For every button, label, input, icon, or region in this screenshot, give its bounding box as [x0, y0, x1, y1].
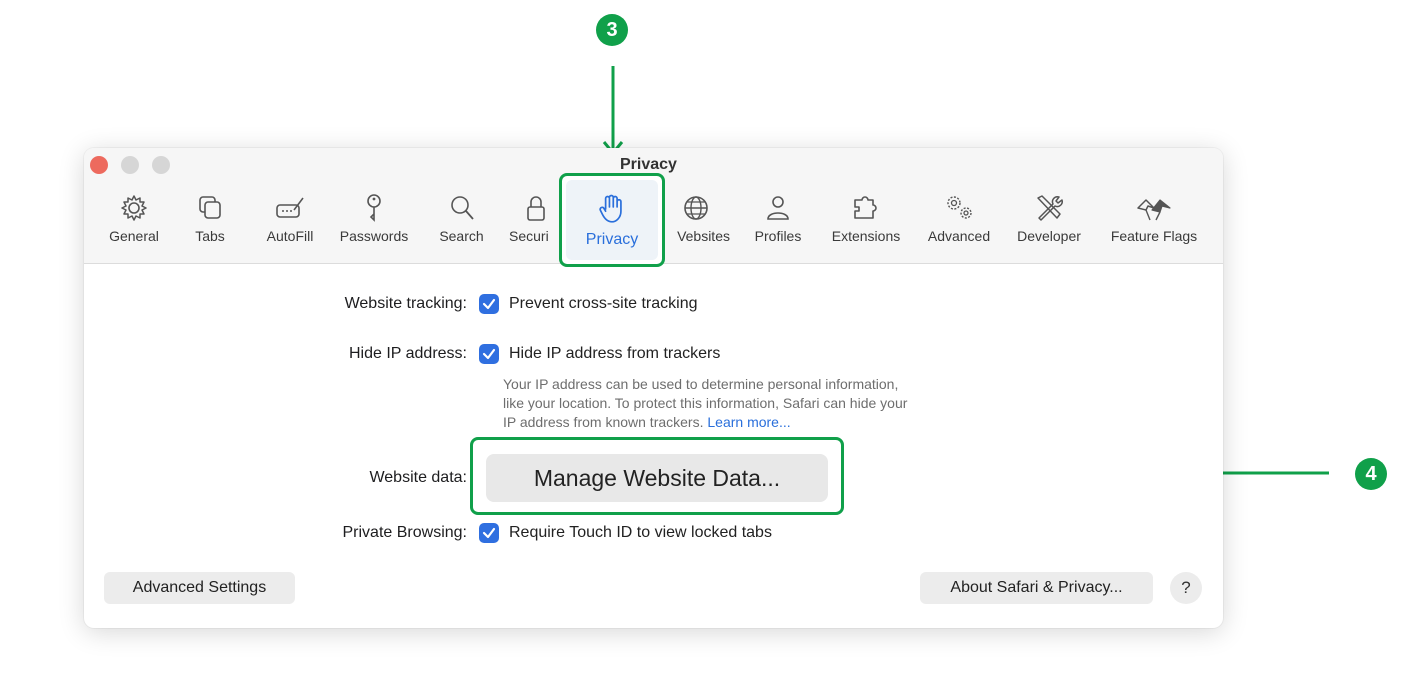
- tab-developer[interactable]: Developer: [1011, 191, 1087, 244]
- hide-ip-description: Your IP address can be used to determine…: [503, 375, 1003, 432]
- zoom-window-button[interactable]: [152, 156, 170, 174]
- tab-profiles[interactable]: Profiles: [749, 191, 807, 244]
- tab-advanced[interactable]: Advanced: [922, 191, 996, 244]
- tab-search-label: Search: [439, 228, 484, 244]
- globe-icon: [684, 196, 708, 220]
- help-button[interactable]: ?: [1170, 572, 1202, 604]
- checkmark-icon: [482, 348, 496, 360]
- checkmark-icon: [482, 298, 496, 310]
- gear-icon: [121, 195, 147, 221]
- tab-developer-label: Developer: [1017, 228, 1081, 244]
- require-touch-id-checkbox[interactable]: [479, 523, 499, 543]
- hide-ip-address-text: Hide IP address from trackers: [509, 345, 721, 362]
- advanced-settings-button[interactable]: Advanced Settings: [104, 572, 295, 604]
- tab-passwords-label: Passwords: [339, 228, 409, 244]
- tab-feature-flags-label: Feature Flags: [1110, 228, 1198, 244]
- minimize-window-button[interactable]: [121, 156, 139, 174]
- hide-ip-description-line-1: Your IP address can be used to determine…: [503, 376, 899, 392]
- tab-privacy[interactable]: Privacy: [559, 173, 665, 267]
- tab-security[interactable]: Securi: [506, 191, 564, 244]
- tabs-icon: [199, 196, 221, 219]
- manage-website-data-highlight: [470, 437, 844, 515]
- step-4-badge: 4: [1355, 458, 1387, 490]
- search-icon: [450, 196, 474, 220]
- autofill-icon: [276, 197, 304, 218]
- tab-privacy-label: Privacy: [585, 231, 639, 248]
- tab-extensions[interactable]: Extensions: [825, 191, 907, 244]
- manage-website-data-button[interactable]: Manage Website Data...: [486, 454, 828, 502]
- hand-icon: [599, 194, 622, 223]
- flags-icon: [1137, 199, 1171, 221]
- tab-profiles-label: Profiles: [754, 228, 802, 244]
- tab-tabs[interactable]: Tabs: [190, 191, 230, 244]
- tab-websites-label: Vebsites: [677, 228, 730, 244]
- hide-ip-address-checkbox[interactable]: [479, 344, 499, 364]
- down-arrow-annotation: [602, 66, 624, 156]
- tab-passwords[interactable]: Passwords: [336, 191, 412, 244]
- tools-icon: [1037, 195, 1063, 221]
- privacy-settings-window: Privacy General Tabs AutoFill Passwords …: [84, 148, 1223, 628]
- hide-ip-description-line-2: like your location. To protect this info…: [503, 395, 908, 411]
- about-safari-privacy-button[interactable]: About Safari & Privacy...: [920, 572, 1153, 604]
- learn-more-link[interactable]: Learn more...: [707, 414, 791, 430]
- lock-icon: [527, 196, 545, 221]
- tab-general[interactable]: General: [104, 191, 164, 244]
- tab-tabs-label: Tabs: [195, 228, 225, 244]
- tab-extensions-label: Extensions: [831, 228, 901, 244]
- puzzle-icon: [854, 196, 877, 219]
- private-browsing-label: Private Browsing:: [342, 524, 468, 541]
- tab-general-label: General: [109, 228, 159, 244]
- website-tracking-label: Website tracking:: [344, 295, 467, 312]
- hide-ip-description-line-3-text: IP address from known trackers.: [503, 414, 708, 430]
- tab-security-label: Securi: [509, 228, 549, 244]
- tab-autofill-label: AutoFill: [266, 228, 314, 244]
- tab-feature-flags[interactable]: Feature Flags: [1103, 191, 1205, 244]
- hide-ip-description-line-3: IP address from known trackers. Learn mo…: [503, 413, 1003, 432]
- close-window-button[interactable]: [90, 156, 108, 174]
- website-data-label: Website data:: [369, 469, 467, 486]
- step-3-badge: 3: [596, 14, 628, 46]
- prevent-cross-site-tracking-text: Prevent cross-site tracking: [509, 295, 698, 312]
- key-icon: [367, 194, 381, 222]
- checkmark-icon: [482, 527, 496, 539]
- gears-icon: [947, 196, 972, 219]
- preferences-toolbar: Privacy General Tabs AutoFill Passwords …: [84, 148, 1223, 267]
- tab-privacy-selected-background: Privacy: [566, 180, 658, 260]
- tab-advanced-label: Advanced: [927, 228, 991, 244]
- tab-websites[interactable]: Vebsites: [664, 191, 734, 244]
- tab-search[interactable]: Search: [434, 191, 489, 244]
- prevent-cross-site-tracking-checkbox[interactable]: [479, 294, 499, 314]
- tab-autofill[interactable]: AutoFill: [260, 191, 320, 244]
- window-title: Privacy: [620, 156, 677, 173]
- person-icon: [767, 196, 789, 220]
- require-touch-id-text: Require Touch ID to view locked tabs: [509, 524, 772, 541]
- hide-ip-address-label: Hide IP address:: [349, 345, 467, 362]
